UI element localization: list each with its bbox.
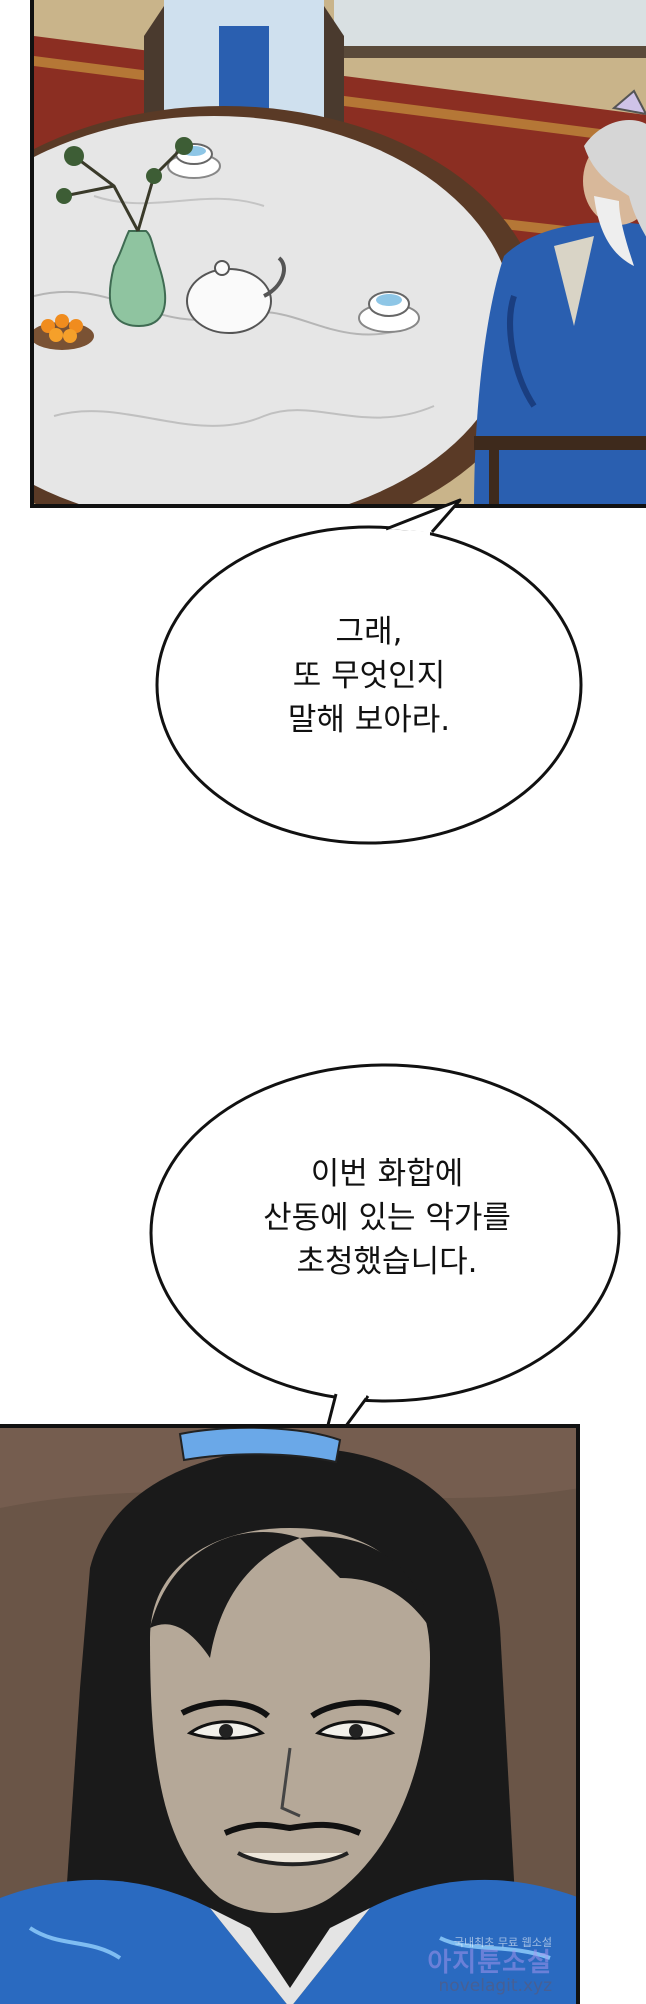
watermark-tagline: 국내최초 무료 웹소설 (453, 1935, 552, 1949)
table-scene-art (34, 0, 646, 504)
speech-bubble-2: 이번 화합에 산동에 있는 악가를 초청했습니다. (148, 1058, 626, 1466)
watermark-brand: 아지툰소설 (427, 1947, 552, 1978)
watermark: 국내최초 무료 웹소설 아지툰소설 novelagit.xyz (427, 1935, 552, 1997)
speech-bubble-1-shape (155, 498, 583, 845)
panel-table-scene (30, 0, 646, 508)
speech-bubble-1-text: 그래, 또 무엇인지 말해 보아라. (287, 614, 451, 738)
speech-bubble-2-text: 이번 화합에 산동에 있는 악가를 초청했습니다. (263, 1156, 511, 1280)
watermark-url: novelagit.xyz (438, 1976, 552, 1997)
man-closeup-art (0, 1428, 576, 2004)
panel-man-closeup: 국내최초 무료 웹소설 아지툰소설 novelagit.xyz (0, 1424, 580, 2004)
speech-bubble-1: 그래, 또 무엇인지 말해 보아라. (154, 490, 584, 855)
